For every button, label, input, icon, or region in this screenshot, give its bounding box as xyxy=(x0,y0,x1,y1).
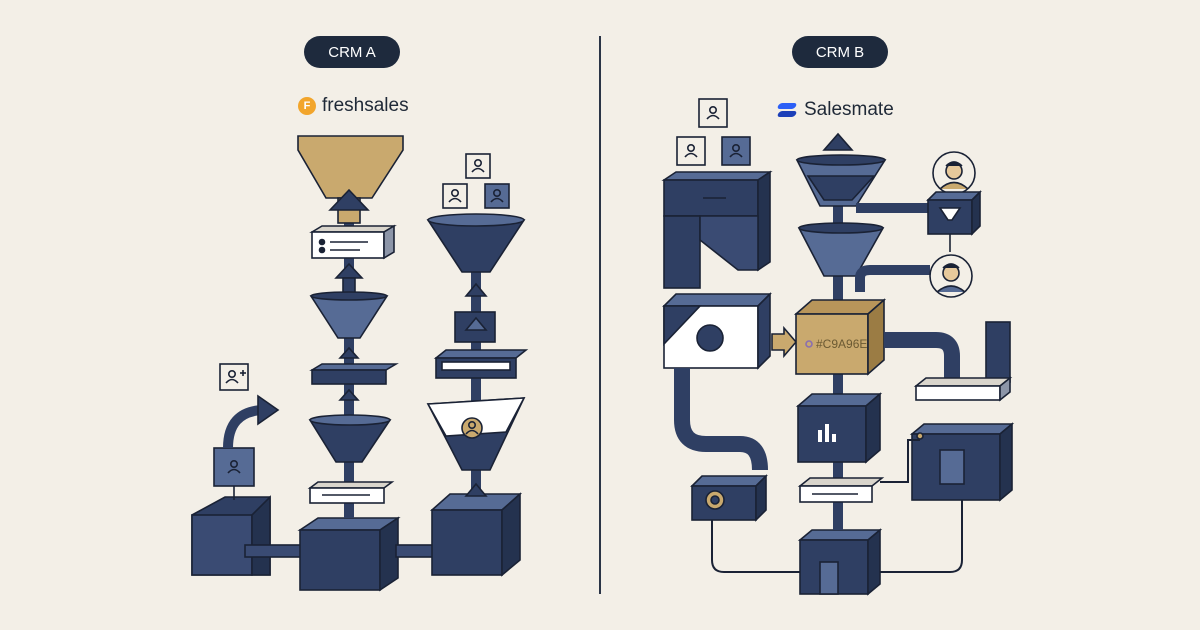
center-funnel-2 xyxy=(309,295,389,339)
avatar-top xyxy=(932,151,976,195)
pipe-left-center xyxy=(244,544,306,558)
crm-a-pipeline xyxy=(191,135,529,592)
right-machine xyxy=(909,422,1015,502)
freshsales-name: freshsales xyxy=(322,95,409,116)
curved-arrow xyxy=(223,405,263,449)
right-base-block xyxy=(429,492,523,577)
salesmate-name: Salesmate xyxy=(804,99,894,120)
hopper-machine xyxy=(661,170,773,289)
top-user-cards xyxy=(676,98,751,166)
white-shelf xyxy=(913,376,1013,402)
chart-block xyxy=(795,392,883,464)
freshsales-brand: F freshsales xyxy=(298,95,409,117)
freshsales-logo-icon: F xyxy=(298,97,316,115)
left-base-block xyxy=(191,495,271,576)
center-base-block xyxy=(297,516,401,592)
avatar-bottom xyxy=(929,254,973,298)
crm-b-heading: CRM B xyxy=(792,36,888,68)
right-funnel-1 xyxy=(426,219,526,273)
bottom-block xyxy=(797,528,883,596)
crm-b-pipeline: #C9A96E xyxy=(661,98,1015,596)
gold-funnel xyxy=(297,135,404,199)
gold-box xyxy=(793,298,887,376)
center-card xyxy=(309,224,397,260)
center-funnel-3 xyxy=(308,419,392,463)
gold-box-label: #C9A96E xyxy=(816,337,867,351)
right-user-icons xyxy=(442,153,510,209)
user-add-icon xyxy=(219,363,249,391)
wheel-machine xyxy=(690,474,768,522)
crm-a-heading: CRM A xyxy=(304,36,400,68)
process-box-left xyxy=(662,292,772,370)
filter-box xyxy=(926,190,982,252)
divider-line xyxy=(599,36,601,594)
salesmate-brand: Salesmate xyxy=(778,99,894,121)
